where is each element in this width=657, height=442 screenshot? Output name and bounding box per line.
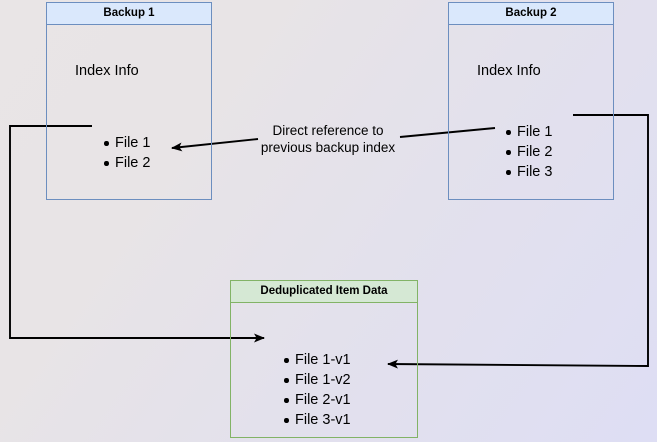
list-item: File 2 bbox=[505, 144, 553, 160]
node-backup-1-header: Backup 1 bbox=[47, 3, 211, 25]
node-deduplicated-item-data-body: File 1-v1 File 1-v2 File 2-v1 File 3-v1 bbox=[231, 303, 417, 437]
list-item: File 3 bbox=[505, 164, 553, 180]
node-deduplicated-item-data-header: Deduplicated Item Data bbox=[231, 281, 417, 303]
node-backup-2-subtitle: Index Info bbox=[477, 63, 541, 79]
list-item: File 1-v1 bbox=[284, 352, 351, 368]
list-item: File 2 bbox=[103, 155, 151, 171]
list-item: File 2-v1 bbox=[284, 392, 351, 408]
node-backup-2-body: Index Info File 1 File 2 File 3 bbox=[449, 25, 613, 199]
node-deduplicated-item-data-file-list: File 1-v1 File 1-v2 File 2-v1 File 3-v1 bbox=[279, 350, 351, 430]
node-backup-2[interactable]: Backup 2 Index Info File 1 File 2 File 3 bbox=[448, 2, 614, 200]
node-backup-1-subtitle: Index Info bbox=[75, 63, 139, 79]
node-backup-1[interactable]: Backup 1 Index Info File 1 File 2 bbox=[46, 2, 212, 200]
list-item: File 1 bbox=[103, 135, 151, 151]
node-backup-1-body: Index Info File 1 File 2 bbox=[47, 25, 211, 199]
list-item: File 3-v1 bbox=[284, 412, 351, 428]
edge-label-line-1: Direct reference to bbox=[272, 123, 384, 138]
node-backup-2-file-list: File 1 File 2 File 3 bbox=[501, 122, 552, 182]
edge-label-line-2: previous backup index bbox=[260, 140, 396, 155]
list-item: File 1 bbox=[505, 124, 553, 140]
list-item: File 1-v2 bbox=[284, 372, 351, 388]
node-backup-2-header: Backup 2 bbox=[449, 3, 613, 25]
node-backup-1-file-list: File 1 File 2 bbox=[99, 133, 150, 173]
node-deduplicated-item-data[interactable]: Deduplicated Item Data File 1-v1 File 1-… bbox=[230, 280, 418, 438]
edge-label-direct-reference: Direct reference to previous backup inde… bbox=[248, 122, 408, 156]
